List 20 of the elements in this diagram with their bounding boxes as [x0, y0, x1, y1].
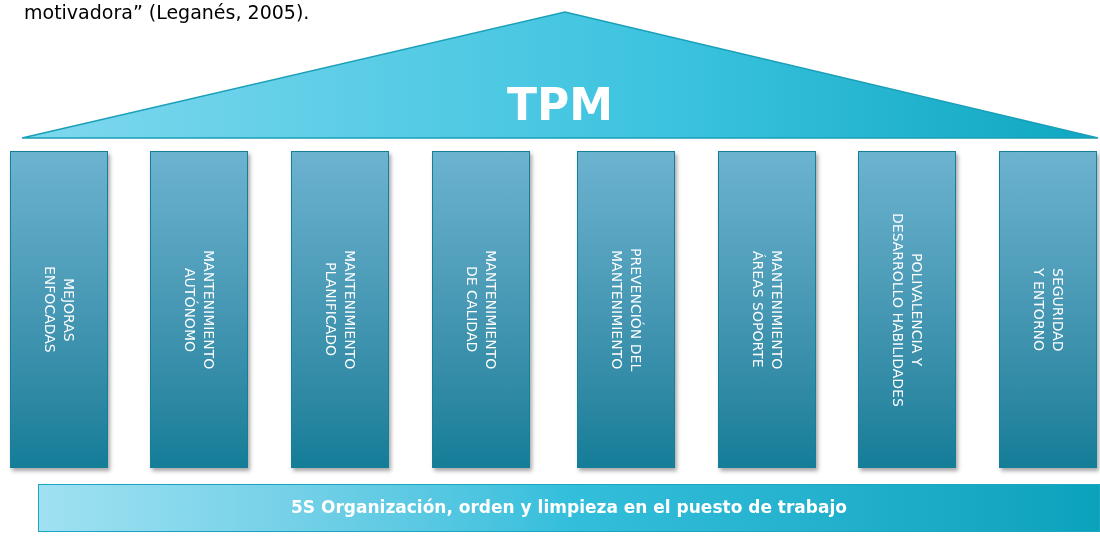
pillar-label: MANTENIMIENTO DE CALIDAD — [463, 248, 500, 372]
pillar-label: MANTENIMIENTO ÁREAS SOPORTE — [749, 248, 786, 372]
pillar — [999, 151, 1097, 468]
pillar — [10, 151, 108, 468]
pillar — [150, 151, 248, 468]
pillar — [718, 151, 816, 468]
pillar-label: SEGURIDAD Y ENTORNO — [1030, 266, 1067, 354]
foundation-label: 5S Organización, orden y limpieza en el puesto de trabajo — [291, 496, 847, 520]
pillar — [577, 151, 675, 468]
pillar-label: POLIVALENCIA Y DESARROLLO HABILIDADES — [889, 211, 926, 409]
pillar-label: MEJORAS ENFOCADAS — [41, 265, 78, 355]
pillar-label: PREVENCIÓN DEL MANTENIMIENTO — [608, 246, 645, 374]
roof-title: TPM — [506, 80, 613, 130]
pillar — [858, 151, 956, 468]
pillar-label: MANTENIMIENTO PLANIFICADO — [322, 248, 359, 372]
pillar — [432, 151, 530, 468]
pillar — [291, 151, 389, 468]
pillar-label: MANTENIMIENTO AUTÓNOMO — [181, 248, 218, 372]
foundation-bar — [38, 484, 1100, 532]
citation-text: motivadora” (Leganés, 2005). — [24, 0, 310, 24]
